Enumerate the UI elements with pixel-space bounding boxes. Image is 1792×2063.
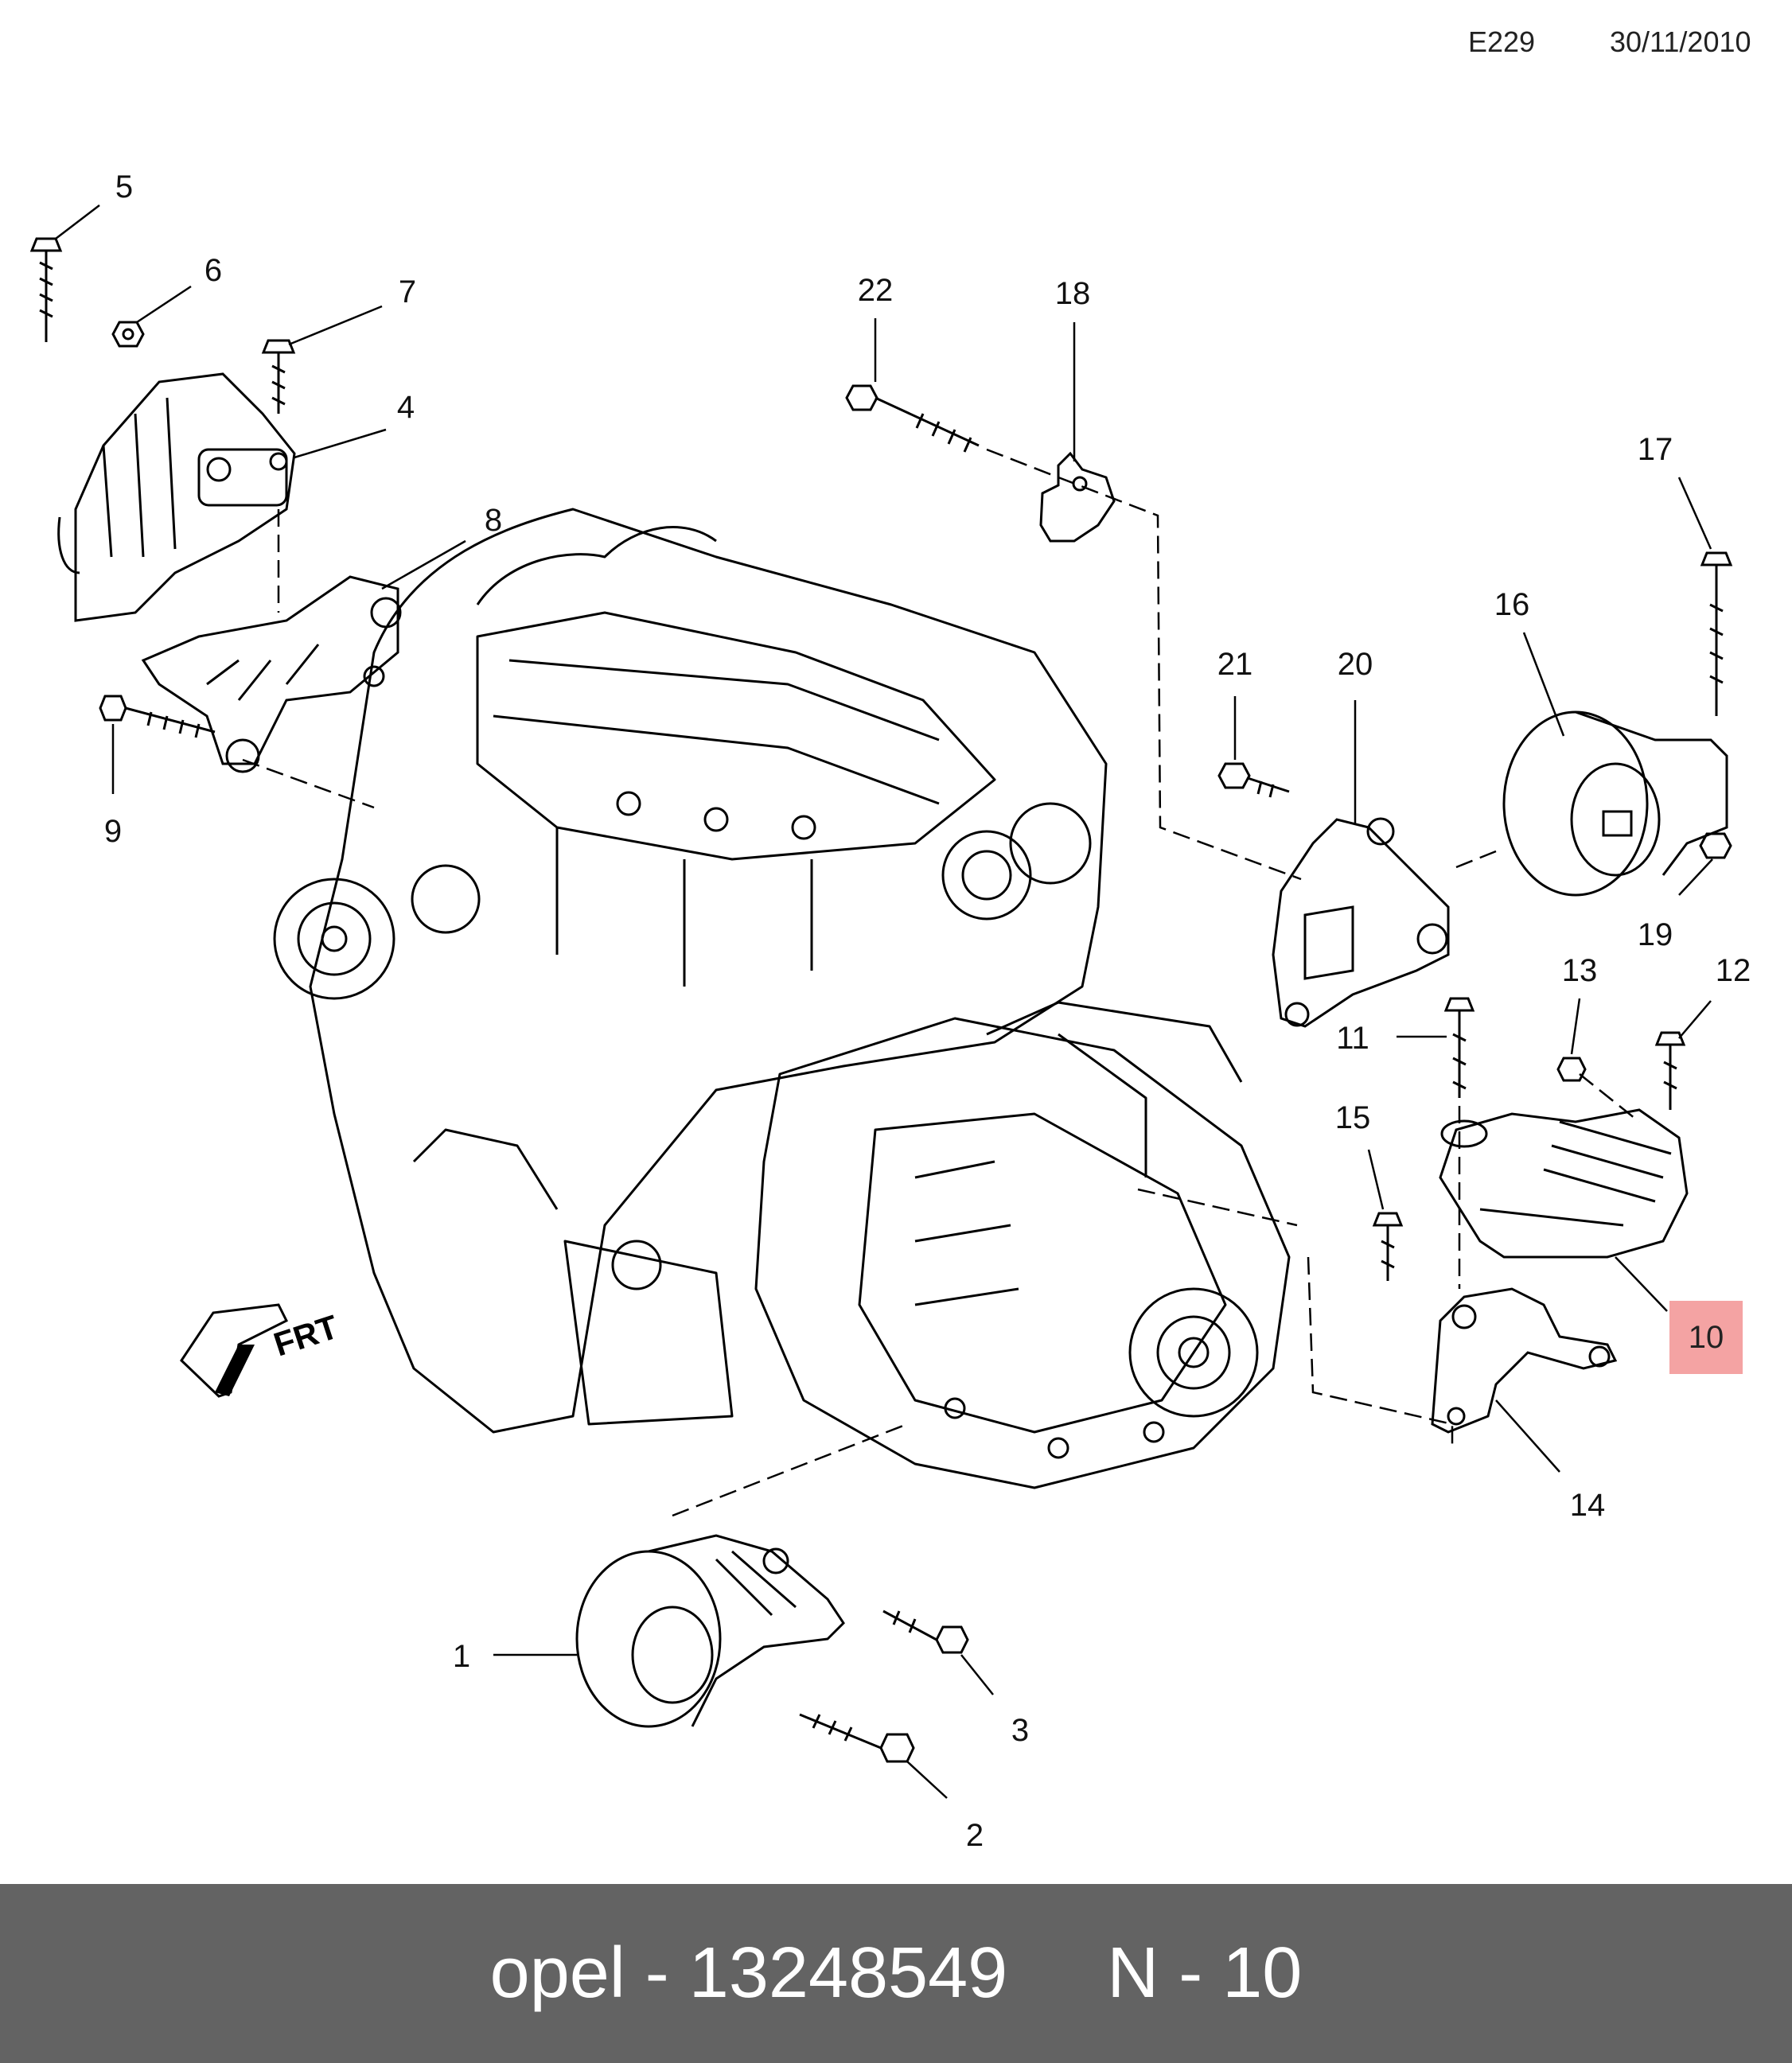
bolt-11 xyxy=(1443,997,1475,1098)
callout-6: 6 xyxy=(205,253,222,288)
mount-16 xyxy=(1502,710,1728,897)
callout-8: 8 xyxy=(485,503,502,538)
callout-2: 2 xyxy=(966,1818,984,1853)
callout-11: 11 xyxy=(1336,1021,1369,1056)
callout-1: 1 xyxy=(453,1639,470,1674)
callout-21: 21 xyxy=(1217,647,1253,682)
part-info: opel - 13248549 N - 10 xyxy=(489,1933,1303,2013)
bolt-7 xyxy=(261,339,296,414)
callout-10[interactable]: 10 xyxy=(1688,1320,1724,1355)
callout-3: 3 xyxy=(1011,1713,1029,1748)
callout-22: 22 xyxy=(858,273,894,308)
bolt-21 xyxy=(1217,762,1290,798)
diagram-date: 30/11/2010 xyxy=(1610,25,1751,58)
footer-bar: opel - 13248549 N - 10 xyxy=(0,1884,1792,2063)
bracket-18 xyxy=(1039,451,1116,543)
bolt-2 xyxy=(799,1713,915,1763)
callout-9: 9 xyxy=(104,814,122,849)
callout-15: 15 xyxy=(1335,1100,1371,1135)
callout-4: 4 xyxy=(397,390,415,425)
nut-6 xyxy=(111,321,145,348)
callout-16: 16 xyxy=(1494,587,1530,622)
leader-lines xyxy=(55,204,1713,1799)
bolt-17 xyxy=(1700,551,1733,716)
bolt-15 xyxy=(1372,1212,1404,1281)
callout-19: 19 xyxy=(1638,917,1673,952)
callout-5: 5 xyxy=(115,169,133,204)
bolt-22 xyxy=(845,384,980,453)
highlighted-callout-box xyxy=(1669,1301,1743,1374)
nut-19 xyxy=(1699,832,1732,859)
nut-13 xyxy=(1556,1057,1587,1082)
bracket-20 xyxy=(1272,817,1450,1028)
callout-7: 7 xyxy=(399,274,416,309)
page-code: E229 xyxy=(1468,25,1536,58)
part-position: N - 10 xyxy=(1107,1933,1303,2013)
callout-12: 12 xyxy=(1716,953,1751,988)
mount-1 xyxy=(575,1534,845,1728)
engine-mount-upper-left xyxy=(57,372,296,622)
bolt-9 xyxy=(99,695,216,738)
callout-20: 20 xyxy=(1338,647,1373,682)
bolt-12 xyxy=(1654,1031,1686,1110)
callout-numbers: 1 2 3 4 5 6 7 8 9 11 12 13 14 15 16 17 1… xyxy=(104,169,1751,1853)
bolt-5 xyxy=(29,237,63,342)
callout-14: 14 xyxy=(1570,1488,1606,1523)
callout-18: 18 xyxy=(1055,276,1091,311)
bolt-3 xyxy=(882,1610,969,1654)
front-direction-arrow: FRT xyxy=(180,1303,343,1398)
exploded-parts-diagram: FRT 1 2 xyxy=(29,169,1751,1853)
mount-10 xyxy=(1439,1108,1689,1259)
brand-name: opel xyxy=(489,1933,625,2013)
callout-17: 17 xyxy=(1638,432,1673,467)
engine-assembly xyxy=(273,508,1291,1489)
bracket-14 xyxy=(1431,1287,1618,1434)
callout-13: 13 xyxy=(1562,953,1598,988)
bracket-8 xyxy=(141,575,402,773)
assembly-lines xyxy=(242,448,1640,1517)
part-number: 13248549 xyxy=(688,1933,1008,2013)
